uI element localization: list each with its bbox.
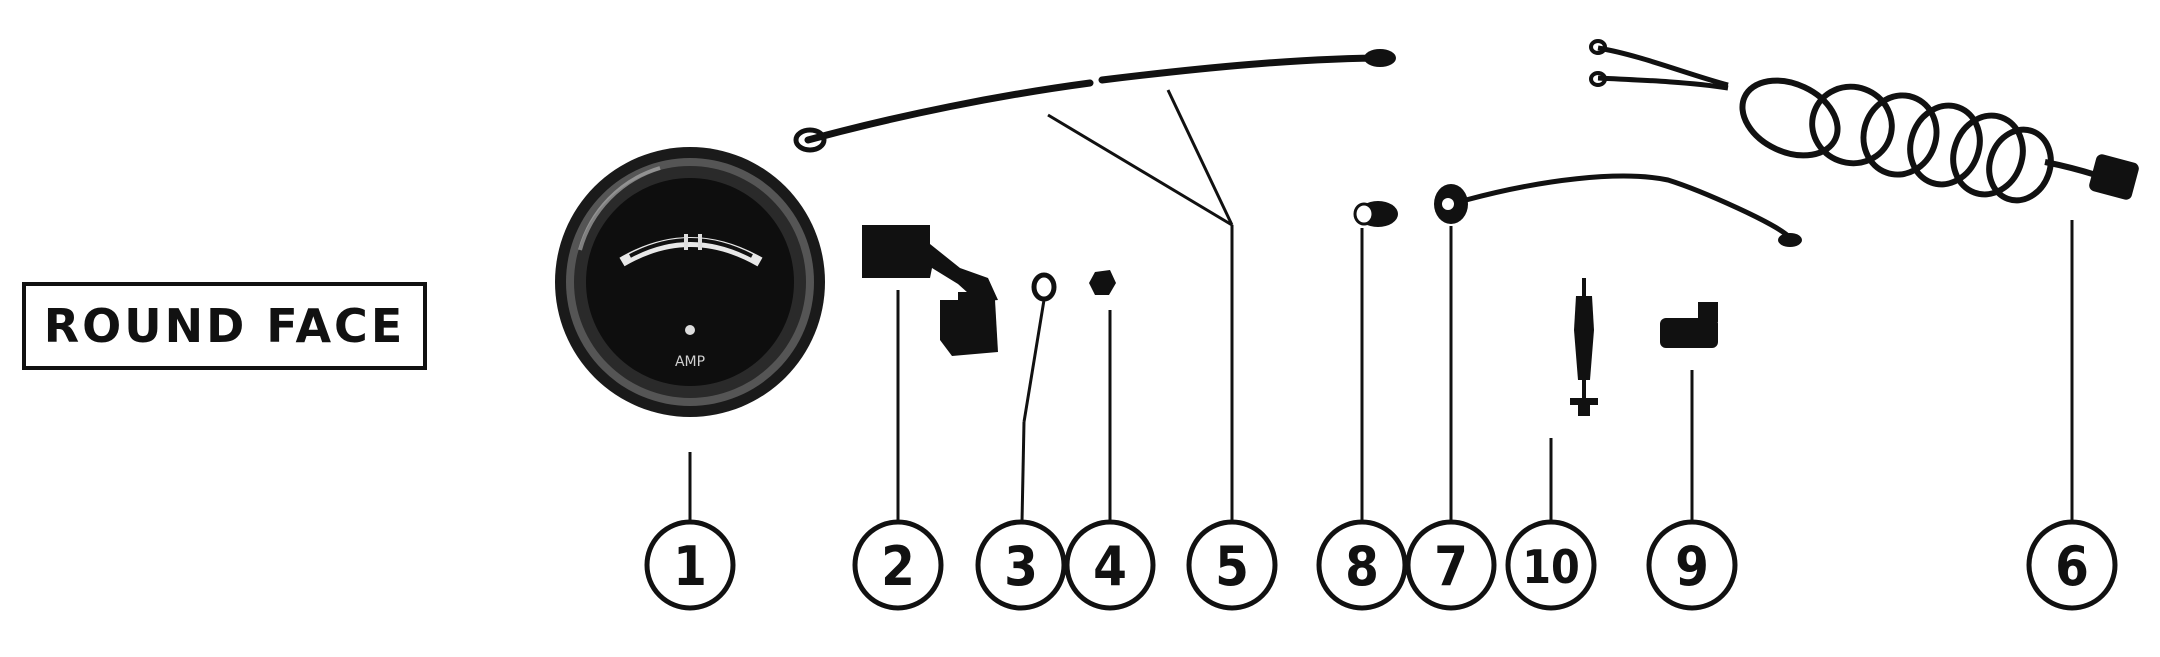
lamp-socket-icon: [1434, 173, 1802, 247]
svg-text:2: 2: [881, 535, 915, 598]
nut-icon: [1089, 270, 1116, 295]
bulb-icon: [1353, 201, 1398, 227]
callout-3: 3: [975, 519, 1067, 611]
callout-1: 1: [644, 519, 736, 611]
svg-text:7: 7: [1434, 535, 1468, 598]
svg-text:3: 3: [1004, 535, 1038, 598]
callout-9: 9: [1646, 519, 1738, 611]
round-face-label-box: ROUND FACE: [22, 282, 427, 370]
callout-10: 10: [1505, 519, 1597, 611]
svg-text:9: 9: [1675, 535, 1709, 598]
callout-6: 6: [2026, 519, 2118, 611]
bracket-icon: [862, 225, 998, 356]
washer-icon: [1031, 272, 1057, 302]
svg-text:1: 1: [673, 535, 707, 598]
callout-2: 2: [852, 519, 944, 611]
svg-text:8: 8: [1345, 535, 1379, 598]
svg-text:4: 4: [1093, 535, 1127, 598]
connector-icon: [1660, 302, 1718, 348]
round-face-label: ROUND FACE: [43, 299, 406, 353]
leader-lines: [688, 220, 2074, 523]
svg-text:5: 5: [1215, 535, 1249, 598]
gauge-icon: AMP: [555, 147, 825, 417]
gauge-face-text: AMP: [675, 354, 705, 370]
jumper-wire-icon: [793, 49, 1396, 227]
coiled-harness-icon: [1589, 39, 2139, 204]
callout-8: 8: [1316, 519, 1408, 611]
svg-text:10: 10: [1522, 540, 1580, 594]
callout-5: 5: [1186, 519, 1278, 611]
callout-7: 7: [1405, 519, 1497, 611]
callout-4: 4: [1064, 519, 1156, 611]
screw-icon: [1570, 278, 1598, 416]
svg-text:6: 6: [2055, 535, 2089, 598]
